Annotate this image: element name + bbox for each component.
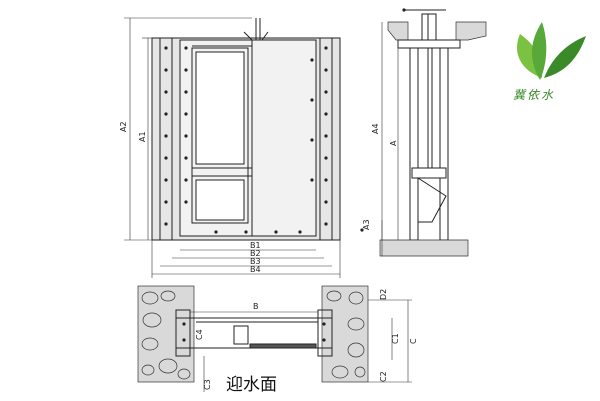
dim-b: B [253, 302, 259, 311]
leaf-logo-icon [516, 22, 586, 80]
dim-a4: A4 [371, 123, 380, 134]
gate-window [191, 47, 249, 224]
dim-c3: C3 [203, 379, 212, 390]
view-caption: 迎水面 [226, 375, 277, 395]
dim-d2: D2 [379, 289, 388, 300]
gate-window-upper [195, 51, 245, 165]
dim-a1: A1 [138, 131, 147, 142]
gate-window-lower [195, 179, 245, 221]
dim-b4: B4 [250, 265, 261, 274]
dim-a: A [389, 140, 398, 146]
dim-a3: A3 [362, 219, 371, 230]
plan-view: B C C1 D2 C2 C4 C3 [137, 285, 418, 392]
dim-c2: C2 [379, 371, 388, 382]
dim-b2: B2 [250, 249, 261, 258]
dim-b1: B1 [250, 241, 261, 250]
side-view: A4 A A3 [362, 8, 487, 257]
dim-c4: C4 [195, 329, 204, 340]
brand-name: 冀依水 [513, 88, 556, 102]
dim-c1: C1 [391, 333, 400, 344]
dim-b3: B3 [250, 257, 261, 266]
bolt-holes-right [310, 46, 328, 226]
bolt-holes-left [164, 46, 188, 226]
front-frame-inner [159, 37, 333, 241]
dim-c: C [409, 338, 418, 344]
stone-texture [141, 290, 366, 380]
front-view: A2 A1 B1 B2 B3 B4 [119, 17, 364, 278]
dim-a2: A2 [119, 121, 128, 132]
